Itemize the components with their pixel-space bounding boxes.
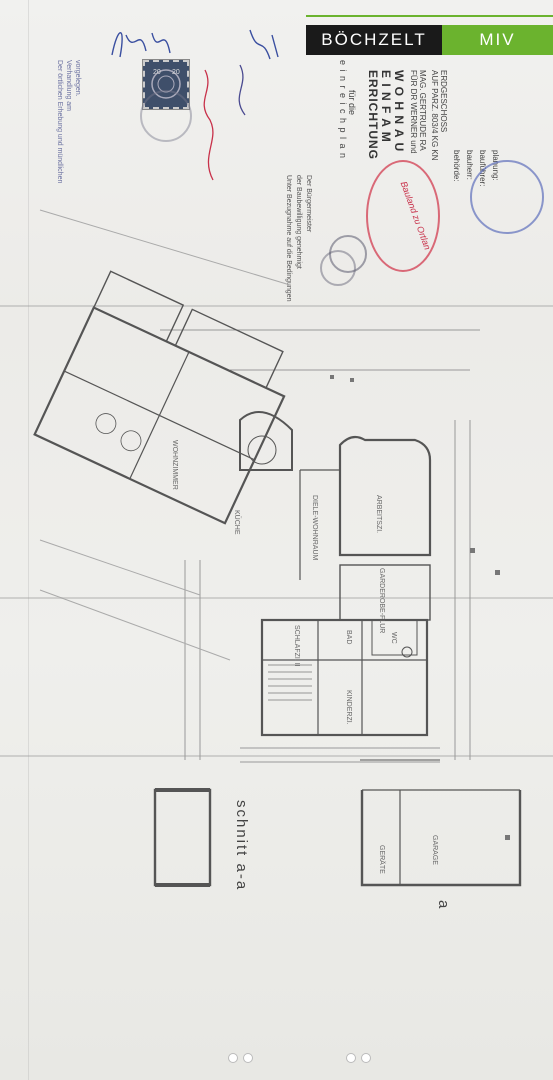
room-label: BAD	[345, 630, 352, 645]
fold-line	[0, 755, 553, 757]
logo-left-text: BÖCHZELT	[306, 25, 442, 55]
section-marker: a	[435, 900, 452, 909]
logo-right-text: MIV	[442, 25, 553, 55]
red-approval-stamp: Bauland zu Ortlan	[366, 160, 440, 272]
svg-text:20: 20	[153, 69, 161, 76]
planner-stamp	[470, 160, 544, 234]
room-label: GARDEROBE-FLUR	[378, 568, 385, 634]
room-label: WOHNZIMMER	[171, 440, 178, 490]
municipal-seal-2	[320, 250, 356, 286]
room-label: KÜCHE	[233, 510, 240, 535]
room-label: GARAGE	[431, 835, 438, 865]
punch-hole	[361, 1053, 371, 1063]
room-label: ARBEITSZI.	[375, 495, 382, 534]
logo-accent-line	[306, 15, 553, 17]
fold-line	[0, 305, 553, 307]
handwritten-signature	[111, 29, 279, 60]
punch-hole	[346, 1053, 356, 1063]
company-logo: BÖCHZELT MIV	[306, 25, 553, 55]
room-label: KINDERZI.	[345, 690, 352, 725]
fold-line	[0, 597, 553, 599]
room-label: SCHLAFZI. II	[293, 625, 300, 667]
svg-text:20: 20	[172, 69, 180, 76]
punch-hole	[228, 1053, 238, 1063]
punch-hole	[243, 1053, 253, 1063]
room-label: DIELE-WOHNRAUM	[311, 495, 318, 561]
section-label: schnitt a-a	[233, 800, 250, 892]
round-postmark	[140, 90, 192, 142]
fold-line-vertical	[28, 0, 29, 1080]
room-label: GERÄTE	[378, 845, 385, 874]
room-label: WC	[390, 632, 397, 644]
handwritten-note-red	[203, 64, 246, 181]
